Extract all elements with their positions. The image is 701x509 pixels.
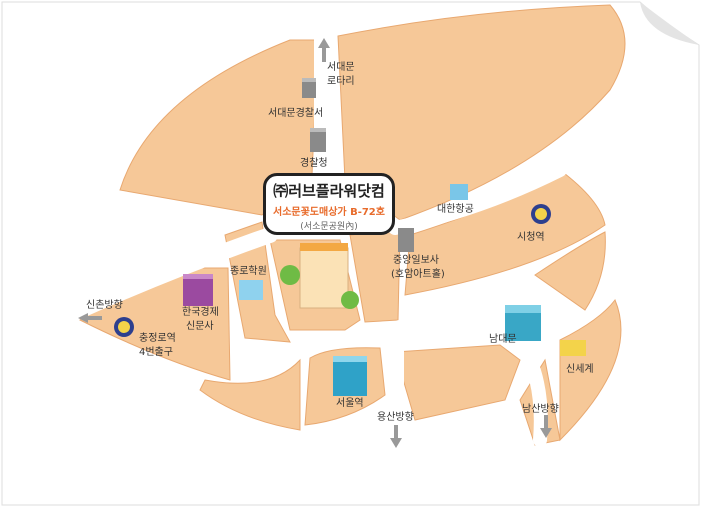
page-curl xyxy=(640,2,699,45)
block-east-small xyxy=(534,231,606,311)
block-west-south xyxy=(199,358,301,431)
callout-box: ㈜러브플라워닷컴 서소문꽃도매상가 B-72호 (서소문공원內) xyxy=(263,173,395,235)
label-yongsan-direction: 용산방향 xyxy=(377,412,414,423)
arrow-south-namsan-icon xyxy=(540,415,552,438)
label-shinmunsa: 신문사 xyxy=(186,321,214,332)
label-seodaemun-police: 서대문경찰서 xyxy=(268,108,324,119)
police-building-icon xyxy=(302,78,316,98)
roads xyxy=(62,29,567,449)
label-namsan-direction: 남산방향 xyxy=(522,404,559,415)
label-seodaemun: 서대문 xyxy=(327,62,355,73)
building-icons xyxy=(183,78,586,396)
jongno-building-icon xyxy=(239,280,263,300)
label-jongno-academy: 종로학원 xyxy=(230,266,267,277)
arrow-west-icon xyxy=(78,313,102,323)
subway-markers xyxy=(114,204,551,337)
label-sinchon-direction: 신촌방향 xyxy=(86,300,123,311)
block-north-west xyxy=(119,39,319,216)
subway-icon-chungjeongno xyxy=(114,317,134,337)
joongang-building-icon xyxy=(398,228,414,252)
arrow-south-yongsan-icon xyxy=(390,425,402,448)
label-seoul-station: 서울역 xyxy=(336,398,364,409)
road-namsan xyxy=(513,333,548,447)
land-blocks xyxy=(79,4,626,446)
hanguk-building-icon xyxy=(183,274,213,306)
company-note: (서소문공원內) xyxy=(300,222,358,232)
label-hoam: (호암아트홀) xyxy=(391,269,445,280)
label-namdaemun: 남대문 xyxy=(489,334,517,345)
block-north-east xyxy=(337,4,626,221)
arrow-north-icon xyxy=(318,38,330,62)
label-korean-air: 대한항공 xyxy=(437,204,474,215)
korean-air-building-icon xyxy=(450,184,468,200)
label-city-hall: 시청역 xyxy=(517,232,545,243)
road-main-east xyxy=(388,163,567,235)
subway-icon-city-hall xyxy=(531,204,551,224)
label-hanguk: 한국경제 xyxy=(182,307,219,318)
company-name: ㈜러브플라워닷컴 xyxy=(273,182,385,200)
loveflower-building-icon xyxy=(280,243,359,309)
block-south-east xyxy=(559,298,622,442)
label-chungjeongno: 충정로역 xyxy=(139,333,176,344)
police-agency-building-icon xyxy=(310,128,326,152)
block-south-right xyxy=(394,344,521,421)
shinsegae-building-icon xyxy=(560,340,586,356)
seoul-station-building-icon xyxy=(333,356,367,396)
label-joongang: 중앙일보사 xyxy=(393,255,439,266)
road-to-namdaemun xyxy=(390,310,510,340)
label-shinsegae: 신세계 xyxy=(566,364,594,375)
direction-arrows xyxy=(78,38,552,448)
namdaemun-building-icon xyxy=(505,305,541,341)
road-sinchon xyxy=(62,227,278,323)
label-rotary: 로타리 xyxy=(327,76,355,87)
label-exit-4: 4번출구 xyxy=(139,347,173,358)
label-police-agency: 경찰청 xyxy=(300,158,328,169)
company-address: 서소문꽃도매상가 B-72호 xyxy=(273,207,385,218)
